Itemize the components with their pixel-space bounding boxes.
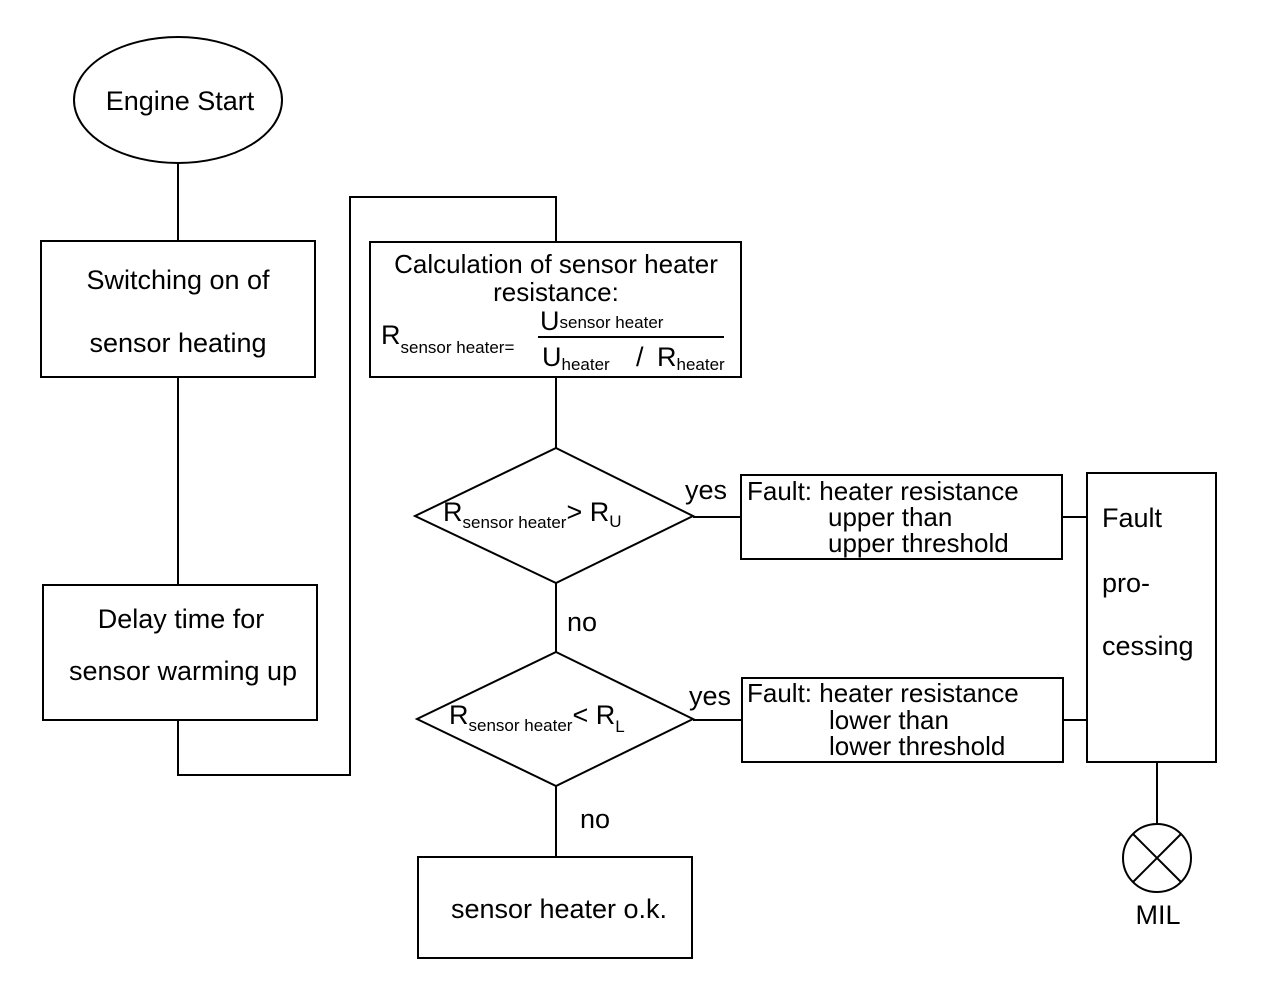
fault-upper-line3: upper threshold — [828, 528, 1009, 558]
start-ellipse — [73, 36, 283, 164]
decision-lower-subscript: sensor heater — [469, 716, 573, 735]
formula-numerator-subscript: sensor heater — [560, 313, 664, 332]
fault-upper-node: Fault: heater resistance upper than uppe… — [740, 474, 1063, 560]
ok-box — [417, 856, 693, 959]
fault-processing-node: Fault pro- cessing — [1086, 472, 1217, 763]
delay-label-line2: sensor warming up — [69, 656, 297, 686]
fault-processing-line1: Fault — [1102, 503, 1163, 533]
ok-label: sensor heater o.k. — [451, 894, 667, 924]
connectors — [177, 163, 1158, 857]
mil-lamp-cross-2 — [1132, 833, 1182, 883]
delay-box — [42, 584, 318, 721]
switching-node: Switching on of sensor heating — [40, 240, 316, 378]
decision-upper-limit-subscript: U — [609, 512, 621, 531]
fault-processing-line2: pro- — [1102, 568, 1150, 598]
formula-numerator-symbol: U — [540, 306, 560, 336]
formula-denominator-u-symbol: U — [542, 342, 562, 372]
branch-no-upper: no — [567, 607, 597, 637]
start-label: Engine Start — [106, 86, 255, 116]
fault-upper-line2: upper than — [828, 502, 952, 532]
formula-lhs-symbol: R — [381, 320, 401, 350]
fault-upper-line1: Fault: heater resistance — [747, 476, 1019, 506]
formula-equals: = — [504, 338, 514, 357]
decision-upper-diamond — [412, 446, 696, 585]
branch-yes-lower: yes — [689, 681, 731, 711]
fault-lower-line1: Fault: heater resistance — [747, 678, 1019, 708]
formula-lhs-subscript: sensor heater — [401, 338, 505, 357]
decision-lower-node: Rsensor heater< RL — [414, 650, 696, 788]
decision-lower-label: Rsensor heater< RL — [449, 700, 625, 736]
switching-label-line1: Switching on of — [86, 265, 270, 295]
connector-delay-to-calculation — [177, 196, 557, 776]
start-node: Engine Start — [73, 36, 283, 164]
calculation-box — [369, 241, 742, 378]
calculation-node: Calculation of sensor heater resistance:… — [369, 241, 742, 378]
fault-processing-box — [1086, 472, 1217, 763]
decision-upper-label: Rsensor heater> RU — [443, 497, 622, 532]
formula-denominator-slash: / — [636, 342, 644, 372]
calculation-title-line2: resistance: — [493, 277, 619, 307]
fault-lower-node: Fault: heater resistance lower than lowe… — [741, 677, 1064, 763]
formula-numerator: Usensor heater — [540, 306, 664, 336]
fault-upper-box — [740, 474, 1063, 560]
fault-lower-line2: lower than — [829, 705, 949, 735]
delay-label-line1: Delay time for — [98, 604, 265, 634]
formula-denominator: Uheater — [542, 342, 610, 374]
decision-lower-limit-subscript: L — [615, 717, 624, 736]
formula-denominator-r: Rheater — [657, 342, 725, 374]
delay-node: Delay time for sensor warming up — [42, 584, 318, 721]
fault-lower-line3: lower threshold — [829, 731, 1005, 761]
formula-lhs: Rsensor heater= — [381, 320, 514, 357]
mil-label: MIL — [1135, 900, 1180, 930]
decision-lower-symbol: R — [449, 700, 469, 730]
decision-lower-operator: < R — [572, 700, 615, 730]
formula-denominator-r-symbol: R — [657, 342, 677, 372]
ok-node: sensor heater o.k. — [417, 856, 693, 959]
fault-lower-box — [741, 677, 1064, 763]
calculation-title-line1: Calculation of sensor heater — [394, 249, 718, 279]
decision-upper-subscript: sensor heater — [463, 513, 567, 532]
branch-yes-upper: yes — [685, 475, 727, 505]
decision-upper-operator: > R — [566, 497, 609, 527]
decision-lower-diamond — [414, 650, 696, 788]
formula-denominator-r-subscript: heater — [677, 355, 726, 374]
decision-upper-node: Rsensor heater> RU — [412, 446, 696, 585]
fault-processing-line3: cessing — [1102, 631, 1194, 661]
switching-box — [40, 240, 316, 378]
branch-no-lower: no — [580, 804, 610, 834]
switching-label-line2: sensor heating — [89, 328, 266, 358]
formula-denominator-u-subscript: heater — [562, 355, 611, 374]
decision-upper-symbol: R — [443, 497, 463, 527]
mil-node: MIL — [1122, 823, 1192, 930]
